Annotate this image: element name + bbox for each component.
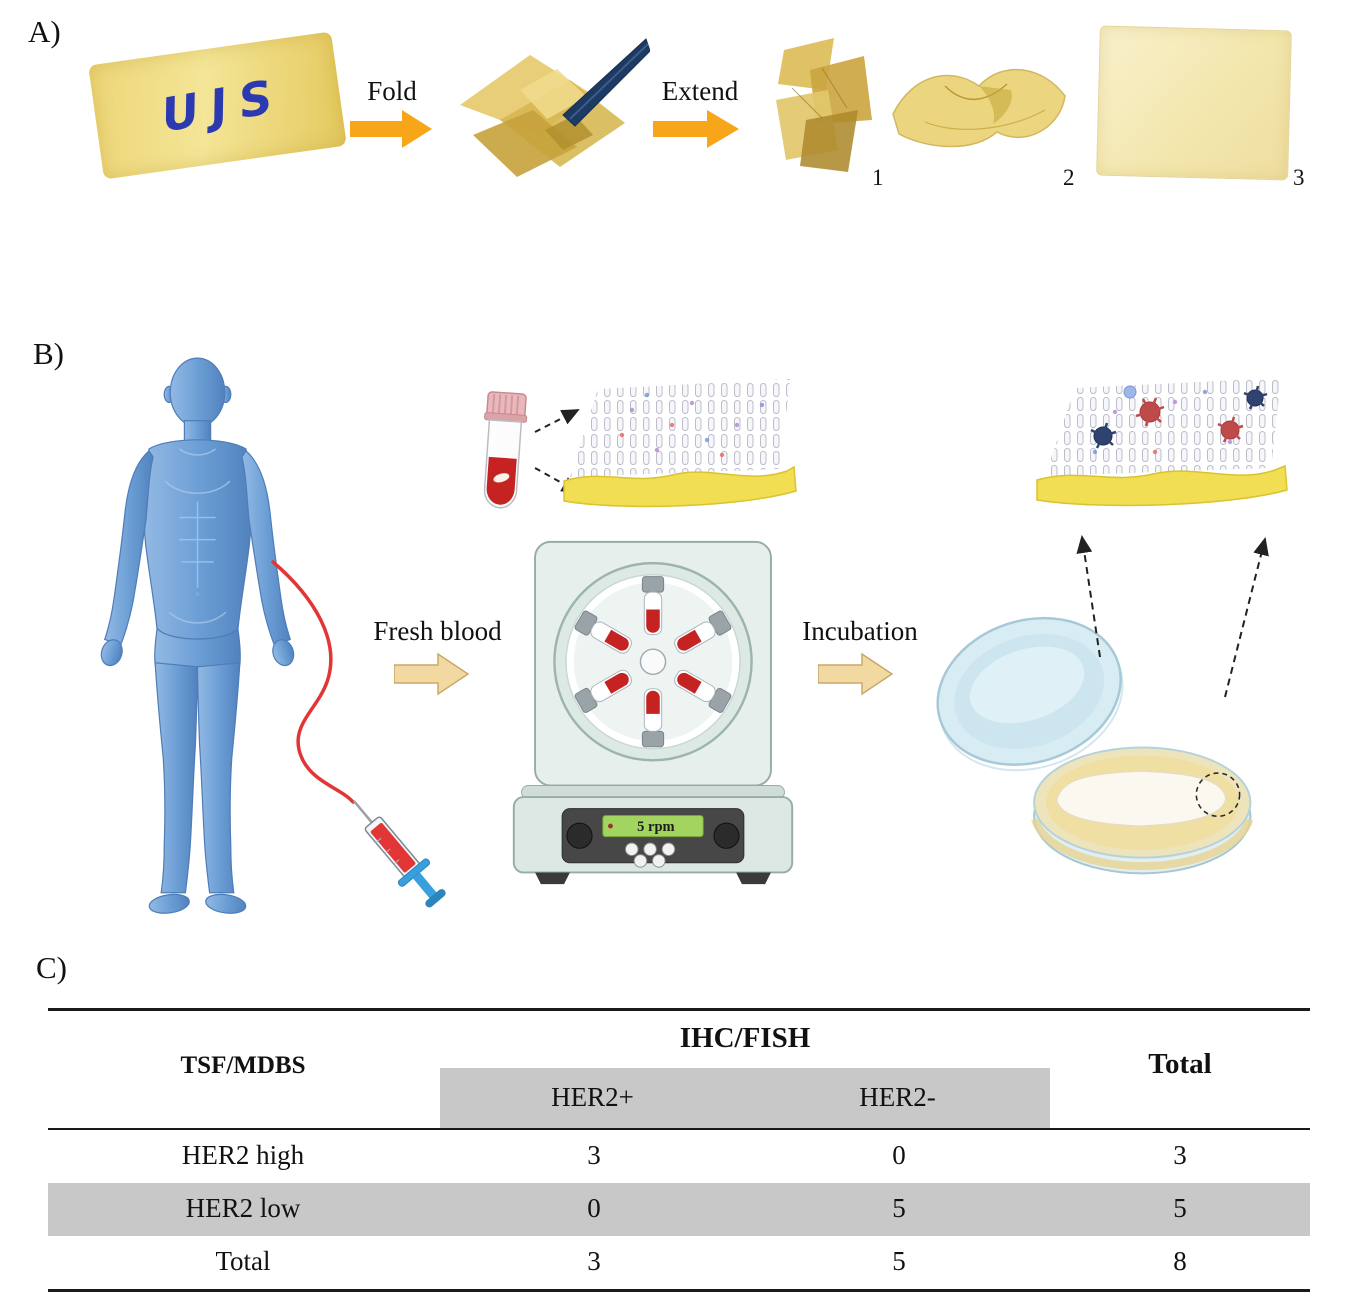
row-name: Total <box>215 1246 271 1276</box>
film-base <box>1036 464 1288 507</box>
sample3-number: 3 <box>1293 165 1305 190</box>
fold-label: Fold <box>367 76 417 106</box>
table-subheader-band: HER2+ HER2- <box>440 1068 1050 1128</box>
rotor-tubes <box>574 576 732 748</box>
centrifuge-illustration: 5 rpm <box>512 540 794 885</box>
head <box>169 357 226 428</box>
panel-buttons <box>624 842 676 868</box>
results-table: TSF/MDBS IHC/FISH HER2+ HER2- Total HER2… <box>48 1008 1310 1292</box>
table-header-rule <box>48 1128 1310 1130</box>
film-photo-ujs: UJS <box>88 31 347 180</box>
row-her2pos-value: 3 <box>587 1140 601 1170</box>
human-body-illustration <box>100 357 295 914</box>
row-total-value: 5 <box>1173 1193 1187 1223</box>
panel-a-label: A) <box>28 14 61 49</box>
panel-c-label: C) <box>36 950 67 985</box>
sample3-photo <box>1096 25 1292 181</box>
petri-base <box>1031 746 1254 875</box>
row-her2neg-value: 5 <box>892 1246 906 1276</box>
captured-cells <box>1090 385 1268 449</box>
nanowire-surface-bare <box>563 379 797 508</box>
table-top-rule <box>48 1008 1310 1011</box>
incubation-arrow-icon <box>818 652 894 696</box>
dish-dashed-arrows <box>1076 535 1269 698</box>
row-total-value: 3 <box>1173 1140 1187 1170</box>
incubation-label: Incubation <box>802 616 918 646</box>
film-text: UJS <box>156 67 288 142</box>
fresh-blood-arrow-icon <box>394 652 470 696</box>
row-name: HER2 high <box>181 1140 305 1170</box>
nanowire-surface-cells <box>1036 378 1288 507</box>
table-bottom-rule <box>48 1289 1310 1292</box>
film-in-dish <box>1055 770 1227 827</box>
fold-arrow-icon <box>350 110 432 148</box>
folded-film-photo <box>460 38 650 177</box>
knob-left <box>566 822 593 849</box>
fresh-blood-label: Fresh blood <box>373 616 502 646</box>
extend-arrow-icon <box>653 110 739 148</box>
row-her2pos-value: 3 <box>587 1246 601 1276</box>
subheader-her2-negative: HER2- <box>859 1082 936 1112</box>
sample1-photo <box>776 38 872 172</box>
row-total-value: 8 <box>1173 1246 1187 1276</box>
sample2-photo <box>892 68 1066 148</box>
film-base <box>563 465 797 508</box>
panel-b-label: B) <box>33 336 64 371</box>
blood-tube-icon <box>483 391 528 509</box>
knob-right <box>713 822 740 849</box>
table-row-header: TSF/MDBS <box>180 1052 306 1079</box>
row-her2neg-value: 5 <box>892 1193 906 1223</box>
tube-dashed-arrows <box>534 409 580 493</box>
sample2-number: 2 <box>1063 165 1075 190</box>
petri-lid <box>936 616 1124 772</box>
zoom-dashed-circle <box>1195 772 1241 818</box>
table-total-header: Total <box>1148 1048 1212 1080</box>
rpm-display-text: 5 rpm <box>637 819 674 835</box>
sample1-number: 1 <box>872 165 884 190</box>
extend-label: Extend <box>661 76 739 106</box>
table-group-header: IHC/FISH <box>679 1022 811 1054</box>
subheader-her2-positive: HER2+ <box>551 1082 634 1112</box>
table-row: Total 3 5 8 <box>48 1236 1310 1289</box>
syringe-icon <box>352 800 446 908</box>
row-name: HER2 low <box>185 1193 301 1223</box>
rpm-display <box>602 814 704 838</box>
row-her2neg-value: 0 <box>892 1140 906 1170</box>
table-row: HER2 low 0 5 5 <box>48 1183 1310 1236</box>
table-row: HER2 high 3 0 3 <box>48 1130 1310 1183</box>
row-her2pos-value: 0 <box>587 1193 601 1223</box>
petri-dish-illustration <box>936 616 1254 875</box>
blood-draw-tubing <box>271 560 446 908</box>
